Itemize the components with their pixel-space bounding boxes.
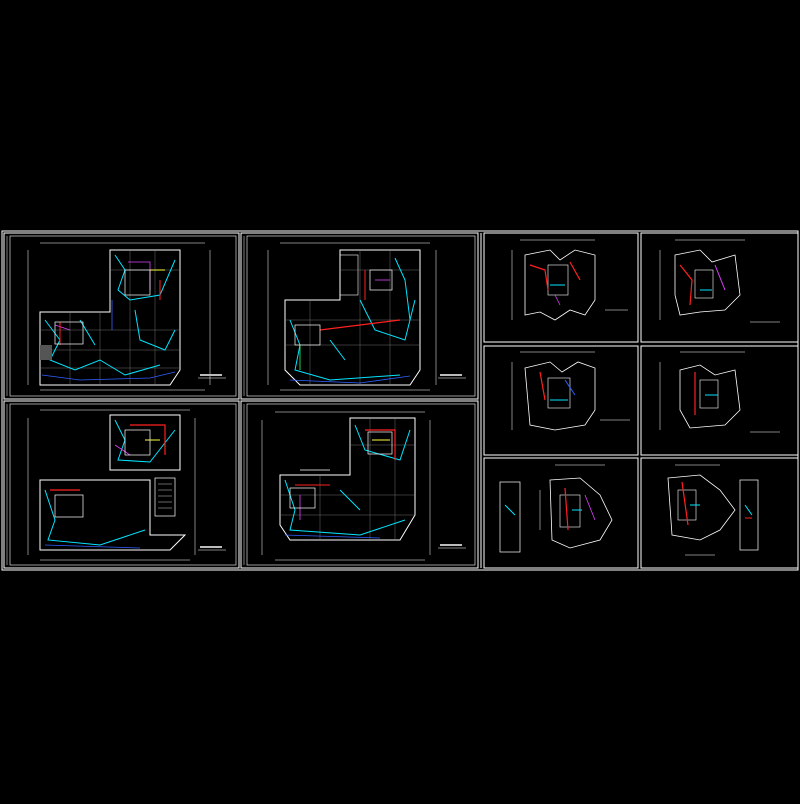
sheet-2	[240, 232, 479, 400]
sheet-3	[3, 400, 240, 569]
sheet-6	[659, 239, 780, 323]
sheet-5	[511, 239, 628, 321]
sheet-1	[3, 232, 240, 400]
sheet-7	[511, 351, 630, 431]
small-sheet-frames	[480, 232, 799, 569]
sheet-9	[499, 464, 613, 553]
sheet-4	[240, 400, 479, 569]
sheet-10	[667, 464, 759, 556]
sheet-8	[659, 351, 780, 433]
